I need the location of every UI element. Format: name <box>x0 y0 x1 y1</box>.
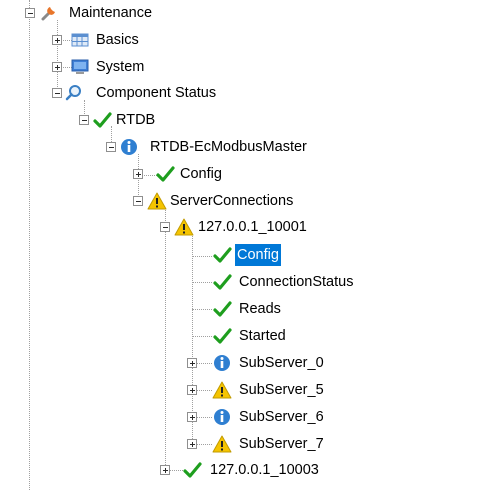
tree-guide-line <box>192 282 212 283</box>
check-icon <box>182 460 202 480</box>
monitor-icon <box>70 57 90 77</box>
warning-icon <box>212 380 232 400</box>
warning-icon <box>212 434 232 454</box>
tree-node-label: RTDB <box>116 112 156 128</box>
table-icon <box>70 30 90 50</box>
tree-node-subserver-6[interactable]: SubServer_6 <box>0 406 340 428</box>
expand-toggle-icon[interactable] <box>52 62 62 72</box>
tree-node-component-status[interactable]: Component Status <box>0 82 260 104</box>
tree-node-label: SubServer_5 <box>239 382 324 398</box>
expand-toggle-icon[interactable] <box>187 385 197 395</box>
tree-guide-line <box>111 126 112 146</box>
tree-node-started[interactable]: Started <box>0 325 320 347</box>
tree-node-system[interactable]: System <box>0 56 200 78</box>
tree-node-label: ServerConnections <box>170 193 294 209</box>
tree-node-subserver-7[interactable]: SubServer_7 <box>0 433 340 455</box>
tree-node-label: RTDB-EcModbusMaster <box>150 139 307 155</box>
tree-node-subserver-0[interactable]: SubServer_0 <box>0 352 340 374</box>
collapse-toggle-icon[interactable] <box>160 222 170 232</box>
check-icon <box>155 164 175 184</box>
tree-node-label: Config <box>235 244 281 266</box>
check-icon <box>92 110 112 130</box>
collapse-toggle-icon[interactable] <box>79 115 89 125</box>
tree-node-label: ConnectionStatus <box>239 274 354 290</box>
tree-guide-line <box>57 20 58 95</box>
tree-guide-line <box>169 470 185 471</box>
expand-toggle-icon[interactable] <box>187 412 197 422</box>
check-icon <box>212 299 232 319</box>
tree-node-label: SubServer_6 <box>239 409 324 425</box>
tree-node-rtdb-ecmodbusmaster[interactable]: RTDB-EcModbusMaster <box>0 136 360 158</box>
tree-node-reads[interactable]: Reads <box>0 298 320 320</box>
tree-node-label: Basics <box>96 32 139 48</box>
tree-node-config[interactable]: Config <box>0 163 260 185</box>
expand-toggle-icon[interactable] <box>160 465 170 475</box>
tree-node-config-selected[interactable]: Config <box>0 244 340 266</box>
tree-guide-line <box>192 236 193 445</box>
expand-toggle-icon[interactable] <box>133 169 143 179</box>
info-icon <box>212 353 232 373</box>
tree-node-127-0-0-1-10003[interactable]: 127.0.0.1_10003 <box>0 459 380 481</box>
tree-guide-line <box>61 40 78 41</box>
collapse-toggle-icon[interactable] <box>25 8 35 18</box>
warning-icon <box>147 191 167 211</box>
tree-node-rtdb[interactable]: RTDB <box>0 109 200 131</box>
check-icon <box>212 326 232 346</box>
tree-node-label: SubServer_7 <box>239 436 324 452</box>
tree-node-connectionstatus[interactable]: ConnectionStatus <box>0 271 400 293</box>
tree-node-label: Config <box>180 166 222 182</box>
expand-toggle-icon[interactable] <box>187 439 197 449</box>
tree-guide-line <box>165 208 166 471</box>
tree-guide-line <box>84 100 85 120</box>
tree-node-label: Started <box>239 328 286 344</box>
tree-node-label: Component Status <box>96 85 217 101</box>
check-icon <box>212 272 232 292</box>
tree-node-label: 127.0.0.1_10001 <box>198 219 307 235</box>
check-icon <box>212 245 232 265</box>
tree-guide-line <box>192 336 212 337</box>
tree-node-serverconnections[interactable]: ServerConnections <box>0 190 360 212</box>
tree-guide-line <box>192 309 212 310</box>
tree-guide-line <box>142 175 159 176</box>
tree-guide-line <box>192 256 212 257</box>
tree-node-127-0-0-1-10001[interactable]: 127.0.0.1_10001 <box>0 216 380 238</box>
tree-guide-line <box>196 444 212 445</box>
tree-guide-line <box>196 363 212 364</box>
tree-node-label: Reads <box>239 301 281 317</box>
collapse-toggle-icon[interactable] <box>106 142 116 152</box>
info-icon <box>212 407 232 427</box>
tree-node-label: Maintenance <box>69 5 153 21</box>
tree-node-subserver-5[interactable]: SubServer_5 <box>0 379 340 401</box>
tree-guide-line <box>196 417 212 418</box>
collapse-toggle-icon[interactable] <box>52 88 62 98</box>
tree-guide-line <box>61 67 78 68</box>
expand-toggle-icon[interactable] <box>52 35 62 45</box>
tree-node-label: System <box>96 59 145 75</box>
tree-node-label: 127.0.0.1_10003 <box>210 462 319 478</box>
wrench-icon <box>39 3 59 23</box>
tree-node-basics[interactable]: Basics <box>0 29 200 51</box>
tree-guide-line <box>196 390 212 391</box>
collapse-toggle-icon[interactable] <box>133 196 143 206</box>
info-icon <box>119 137 139 157</box>
expand-toggle-icon[interactable] <box>187 358 197 368</box>
tree-node-maintenance[interactable]: Maintenance <box>0 2 200 24</box>
magnifier-icon <box>64 83 84 103</box>
tree-node-label: SubServer_0 <box>239 355 324 371</box>
warning-icon <box>174 217 194 237</box>
tree-guide-line <box>29 0 30 490</box>
